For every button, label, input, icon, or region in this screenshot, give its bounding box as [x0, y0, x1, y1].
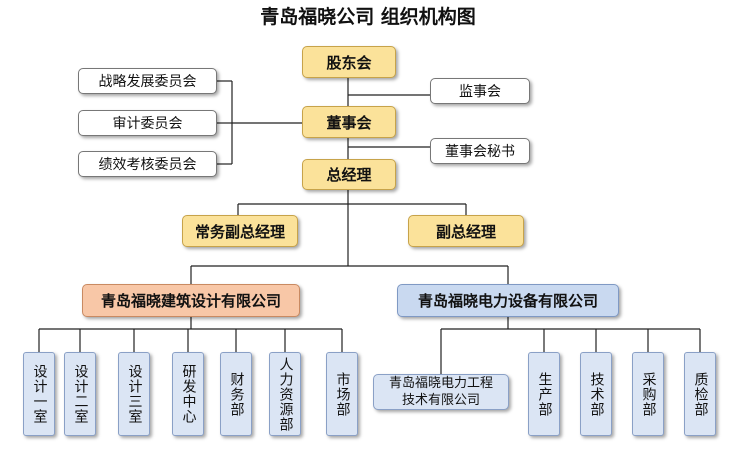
supervisors-box: 监事会 — [430, 78, 530, 104]
construction-company-box: 青岛福晓建筑设计有限公司 — [82, 284, 300, 317]
production-dept-box: 生产部 — [528, 352, 560, 436]
performance-committee-box: 绩效考核委员会 — [78, 151, 217, 177]
power-engineering-subsidiary-box: 青岛福晓电力工程 技术有限公司 — [373, 374, 509, 410]
design-office-3-box: 设计三室 — [118, 352, 150, 436]
design-office-2-box: 设计二室 — [64, 352, 96, 436]
board-box: 董事会 — [302, 106, 396, 138]
purchasing-dept-box: 采购部 — [632, 352, 664, 436]
audit-committee-box: 审计委员会 — [78, 110, 217, 136]
secretary-box: 董事会秘书 — [430, 138, 530, 164]
marketing-dept-box: 市场部 — [326, 352, 358, 436]
executive-vp-box: 常务副总经理 — [182, 215, 298, 247]
strategy-committee-box: 战略发展委员会 — [78, 68, 217, 94]
design-office-1-box: 设计一室 — [23, 352, 55, 436]
rd-center-box: 研发中心 — [172, 352, 204, 436]
technology-dept-box: 技术部 — [580, 352, 612, 436]
page-title: 青岛福晓公司 组织机构图 — [260, 6, 476, 28]
power-company-box: 青岛福晓电力设备有限公司 — [397, 284, 619, 317]
vp-box: 副总经理 — [408, 215, 524, 247]
hr-dept-box: 人力资源部 — [269, 352, 301, 436]
finance-dept-box: 财务部 — [220, 352, 252, 436]
quality-dept-box: 质检部 — [684, 352, 716, 436]
shareholders-box: 股东会 — [302, 46, 396, 78]
general-manager-box: 总经理 — [302, 159, 396, 190]
